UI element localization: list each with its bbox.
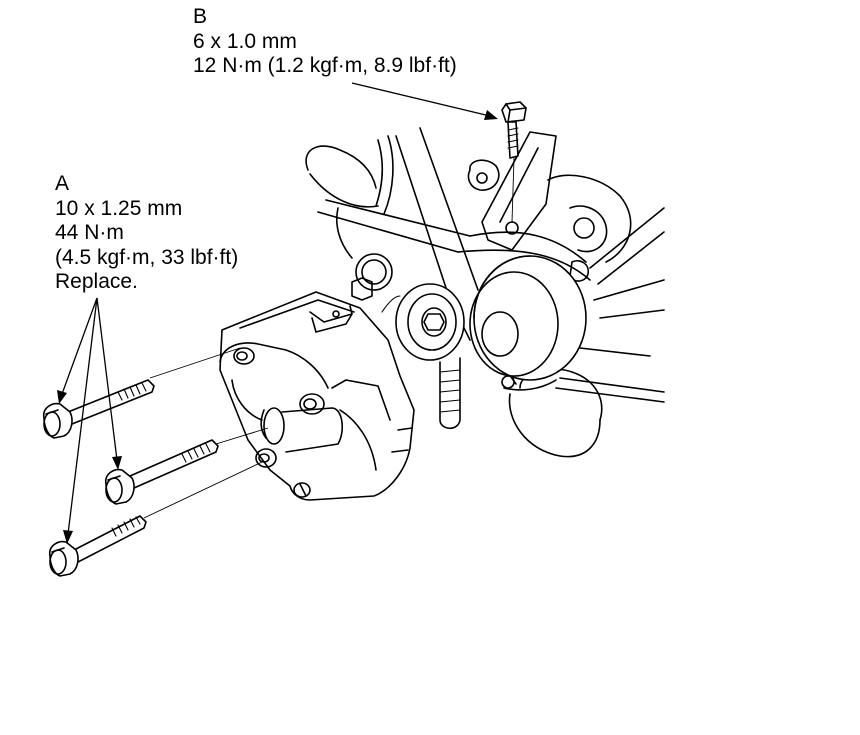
bolt-b <box>501 101 527 223</box>
main-pulley <box>469 255 587 391</box>
callout-a-torque-alt: (4.5 kgf·m, 33 lbf·ft) <box>55 245 239 269</box>
callout-b: B 6 x 1.0 mm 12 N·m (1.2 kgf·m, 8.9 lbf·… <box>193 5 457 79</box>
bolt-axis-lines <box>143 347 269 519</box>
engine-mount-bracket <box>219 291 415 501</box>
callout-b-leader-arrow <box>351 82 498 120</box>
callout-a-letter: A <box>55 172 70 195</box>
callout-b-bolt-size: 6 x 1.0 mm <box>193 29 297 53</box>
callout-a-bolt-size: 10 x 1.25 mm <box>55 196 183 220</box>
bolt-a-middle <box>104 439 219 505</box>
callout-a-note: Replace. <box>55 270 138 293</box>
bolt-a-top <box>42 379 155 439</box>
callout-b-letter: B <box>193 5 208 28</box>
callout-a-torque-nm: 44 N·m <box>55 221 124 244</box>
callout-a: A 10 x 1.25 mm 44 N·m (4.5 kgf·m, 33 lbf… <box>55 172 238 295</box>
bolt-a-bottom <box>48 515 147 577</box>
idler-pulley <box>381 283 465 361</box>
callout-b-torque: 12 N·m (1.2 kgf·m, 8.9 lbf·ft) <box>193 54 457 77</box>
engine-block-outline <box>305 127 665 458</box>
callout-a-leader-arrows <box>57 297 122 544</box>
